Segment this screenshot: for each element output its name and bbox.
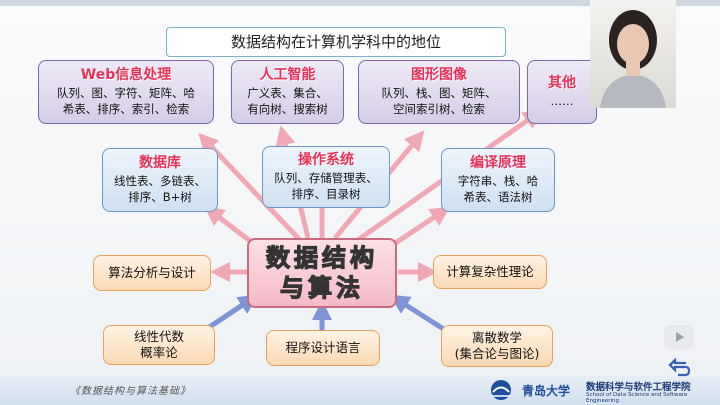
box-text: (集合论与图论): [454, 346, 540, 361]
box-web-info: Web信息处理 队列、图、字符、矩阵、哈 希表、排序、索引、检索: [38, 60, 214, 124]
box-programming-language: 程序设计语言: [266, 330, 380, 366]
box-text: 排序、目录树: [291, 187, 361, 201]
box-core-ds-algo: 数据结构 与算法: [247, 238, 397, 308]
presenter-icon: [600, 10, 666, 108]
box-text: 算法分析与设计: [108, 265, 196, 280]
box-text: 概率论: [140, 345, 178, 360]
box-os: 操作系统 队列、存储管理表、 排序、目录树: [262, 146, 390, 208]
school-name: 数据科学与软件工程学院: [586, 382, 691, 393]
box-heading: 操作系统: [298, 152, 354, 168]
box-linear-algebra: 线性代数 概率论: [103, 325, 215, 365]
box-text: 空间索引树、检索: [393, 102, 485, 116]
box-heading: 人工智能: [259, 67, 316, 83]
box-heading: 其他: [548, 75, 576, 91]
box-text: 线性代数: [133, 329, 184, 344]
school-name-en: School of Data Science and Software Engi…: [586, 392, 688, 404]
back-arrow-icon[interactable]: [668, 358, 692, 378]
box-text: 线性表、多链表、: [114, 174, 206, 188]
core-line-1: 数据结构: [265, 243, 378, 272]
box-heading: Web信息处理: [80, 67, 172, 83]
box-text: 希表、排序、索引、检索: [62, 102, 190, 116]
university-name: 青岛大学: [522, 384, 571, 398]
core-line-2: 与算法: [279, 273, 364, 302]
box-discrete-math: 离散数学 (集合论与图论): [441, 325, 553, 367]
box-heading: 数据库: [139, 155, 181, 171]
slide-footer: [0, 376, 720, 405]
box-text: 队列、存储管理表、: [274, 171, 378, 185]
box-text: 离散数学: [471, 330, 522, 345]
play-button[interactable]: [664, 325, 694, 349]
box-text: 字符串、栈、哈: [457, 174, 539, 188]
box-other: 其他 ……: [527, 60, 597, 124]
university-logo-icon: [491, 380, 511, 400]
book-title: 《数据结构与算法基础》: [70, 386, 191, 397]
box-text: 有向树、搜索树: [247, 102, 328, 116]
play-icon: [676, 332, 684, 342]
box-database: 数据库 线性表、多链表、 排序、B+树: [102, 148, 218, 212]
box-ai: 人工智能 广义表、集合、 有向树、搜索树: [231, 60, 344, 124]
box-text: 希表、语法树: [463, 190, 533, 204]
box-algorithm-analysis: 算法分析与设计: [93, 255, 211, 291]
box-text: 队列、图、字符、矩阵、哈: [57, 86, 195, 100]
box-complexity-theory: 计算复杂性理论: [433, 255, 547, 289]
box-text: ……: [550, 94, 574, 108]
presenter-video[interactable]: [590, 0, 676, 108]
box-heading: 图形图像: [411, 67, 467, 83]
box-heading: 编译原理: [470, 155, 526, 171]
box-graphics: 图形图像 队列、栈、图、矩阵、 空间索引树、检索: [358, 60, 520, 124]
box-text: 计算复杂性理论: [446, 264, 534, 279]
box-text: 广义表、集合、: [247, 86, 328, 100]
box-text: 队列、栈、图、矩阵、: [381, 86, 497, 100]
box-text: 排序、B+树: [128, 190, 192, 204]
slide-title: 数据结构在计算机学科中的地位: [166, 27, 506, 57]
slide-top-bar: [0, 0, 720, 6]
box-compiler: 编译原理 字符串、栈、哈 希表、语法树: [441, 148, 555, 212]
box-text: 程序设计语言: [285, 340, 361, 355]
